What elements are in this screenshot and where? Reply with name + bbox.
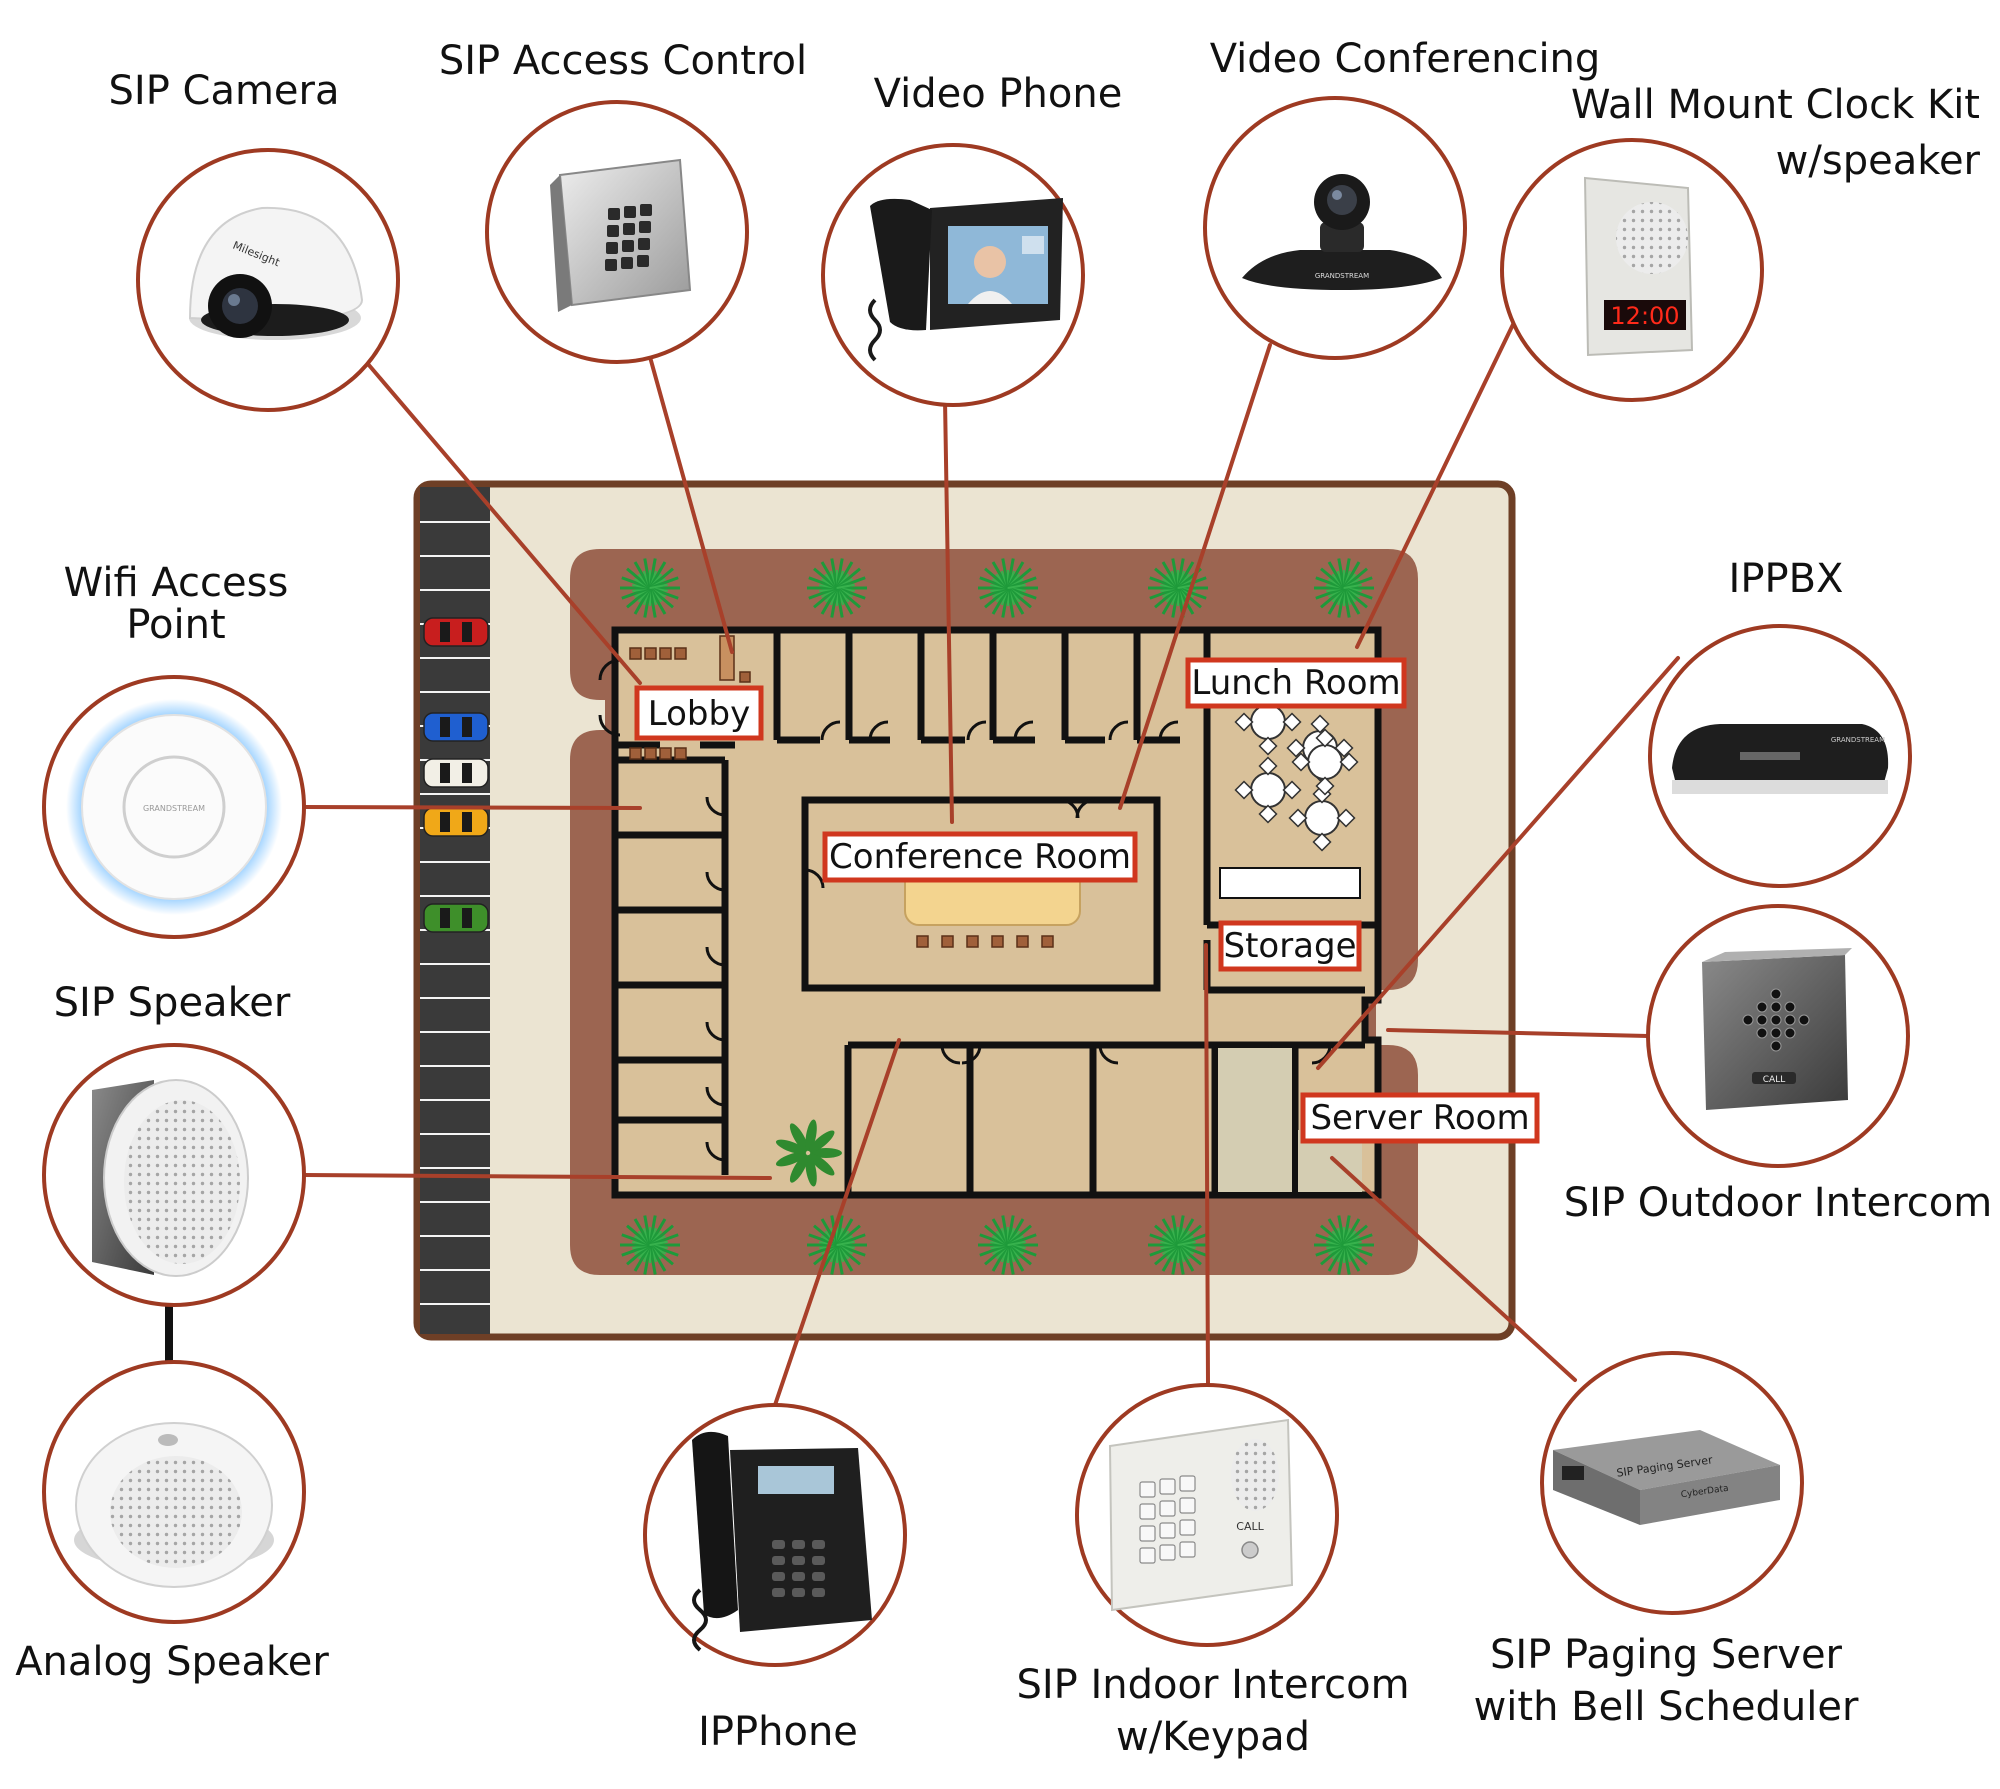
sip-camera-label: SIP Camera xyxy=(109,68,340,114)
sip-indoor-intercom-label: SIP Indoor Intercom xyxy=(1016,1662,1409,1708)
pbx-brand-text: GRANDSTREAM xyxy=(1831,736,1885,744)
wall-mount-clock-kit-label: Wall Mount Clock Kit xyxy=(1571,82,1980,128)
room-lunch: Lunch Room xyxy=(1185,657,1407,709)
parking-strip xyxy=(420,487,490,1334)
tree xyxy=(978,1215,1038,1275)
pbx-appliance-icon: GRANDSTREAM xyxy=(1672,724,1889,794)
paging-server-icon: SIP Paging Server CyberData xyxy=(1553,1430,1780,1525)
room-label-server: Server Room xyxy=(1310,1098,1529,1138)
tree xyxy=(1148,1215,1208,1275)
room-label-storage: Storage xyxy=(1223,926,1356,966)
server-room-floor xyxy=(1218,1048,1292,1192)
dome-camera-icon: Milesight xyxy=(188,206,364,340)
clock-display: 12:00 xyxy=(1610,302,1679,330)
analog-speaker-icon xyxy=(74,1422,274,1588)
car xyxy=(423,712,489,742)
video-phone-label: Video Phone xyxy=(874,71,1123,117)
sip-paging-server-label: SIP Paging Server xyxy=(1490,1632,1843,1678)
car xyxy=(423,758,489,788)
room-lobby: Lobby xyxy=(634,685,764,741)
wifi-access-point-label: Wifi Access xyxy=(64,560,289,606)
ap-brand-text: GRANDSTREAM xyxy=(143,804,205,813)
tree xyxy=(1314,1215,1374,1275)
outdoor-call-text: CALL xyxy=(1763,1075,1785,1085)
room-label-conference: Conference Room xyxy=(829,837,1131,877)
lobby-furniture xyxy=(629,635,751,760)
conference-camera-icon: GRANDSTREAM xyxy=(1242,174,1442,290)
room-label-lunch: Lunch Room xyxy=(1191,663,1400,703)
car xyxy=(423,807,489,837)
ceiling-speaker-icon xyxy=(92,1079,249,1277)
ipphone-label: IPPhone xyxy=(698,1709,858,1755)
sip-paging-server-label: with Bell Scheduler xyxy=(1474,1684,1859,1730)
clock-speaker-icon: 12:00 xyxy=(1583,176,1694,357)
trees xyxy=(620,558,1374,1275)
desk-phone-icon xyxy=(692,1431,872,1652)
door-swings xyxy=(598,658,1332,1162)
ippbx-label: IPPBX xyxy=(1729,556,1844,602)
intercom-call-text: CALL xyxy=(1236,1520,1264,1533)
sip-indoor-intercom-label: w/Keypad xyxy=(1116,1714,1310,1760)
room-labels: Lobby Lunch Room Conference Room Storage… xyxy=(634,657,1540,1144)
sip-speaker-label: SIP Speaker xyxy=(54,980,291,1026)
conf-brand-text: GRANDSTREAM xyxy=(1315,272,1369,280)
wifi-access-point-label: Point xyxy=(126,602,225,648)
car xyxy=(423,617,489,647)
tree xyxy=(978,558,1038,618)
sip-access-control-label: SIP Access Control xyxy=(439,38,807,84)
sip-outdoor-intercom-label: SIP Outdoor Intercom xyxy=(1564,1180,1992,1226)
wall-mount-clock-kit-label: w/speaker xyxy=(1776,138,1981,184)
analog-speaker-label: Analog Speaker xyxy=(15,1639,329,1685)
indoor-plant xyxy=(775,1119,842,1187)
car xyxy=(423,903,489,933)
outdoor-intercom-icon: CALL xyxy=(1702,948,1852,1110)
tree xyxy=(1314,558,1374,618)
access-point-icon: GRANDSTREAM xyxy=(66,699,282,915)
indoor-intercom-icon: CALL xyxy=(1108,1418,1294,1612)
connector-lines xyxy=(302,308,1680,1407)
interior-walls xyxy=(615,630,1378,1195)
video-conferencing-label: Video Conferencing xyxy=(1210,36,1601,82)
tree xyxy=(807,1215,867,1275)
room-conference: Conference Room xyxy=(822,831,1138,883)
tree xyxy=(620,1215,680,1275)
room-storage: Storage xyxy=(1218,920,1362,972)
lunch-counter xyxy=(1219,867,1361,899)
room-label-lobby: Lobby xyxy=(648,694,750,734)
tree xyxy=(620,558,680,618)
tree xyxy=(807,558,867,618)
keypad-box-icon xyxy=(550,158,692,312)
room-server: Server Room xyxy=(1300,1092,1540,1144)
video-phone-icon xyxy=(868,198,1063,362)
